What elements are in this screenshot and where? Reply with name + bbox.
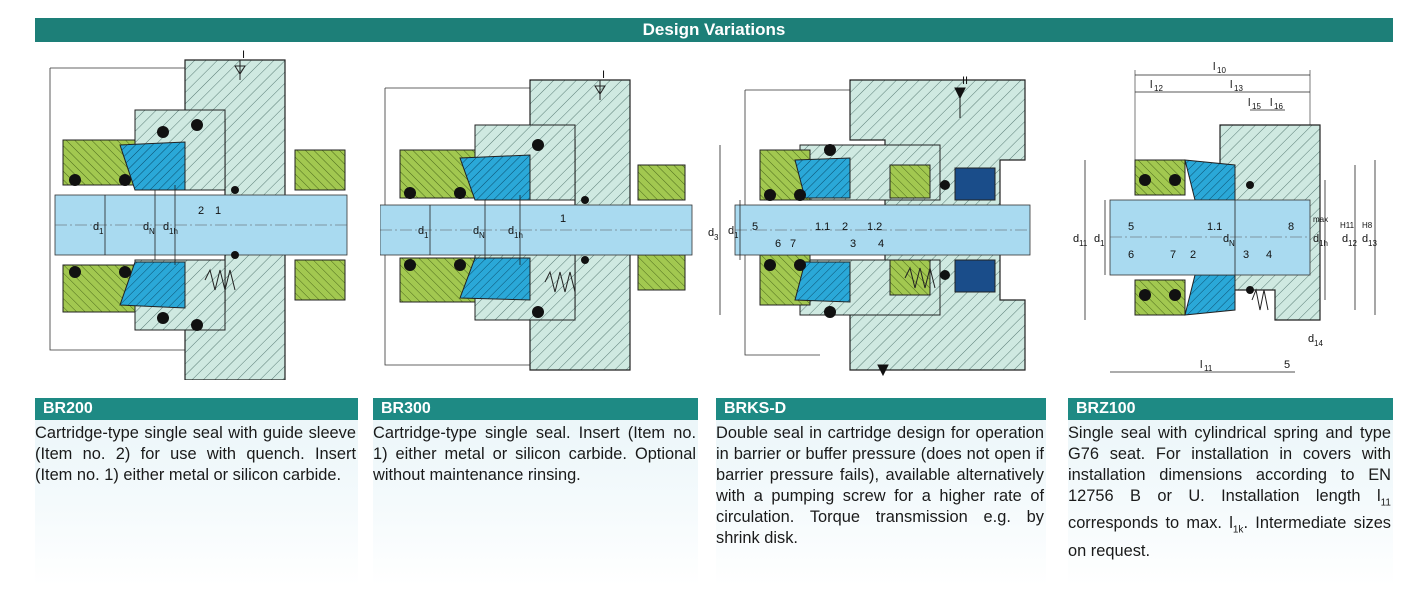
label-d: d: [1362, 233, 1368, 245]
label-d-sub: 13: [1368, 239, 1377, 248]
label-d-sub: 1: [424, 231, 429, 240]
card-description: Cartridge-type single seal. Insert (Item…: [373, 424, 696, 484]
card-description: Double seal in cartridge design for oper…: [716, 424, 1044, 547]
label-d-sub: 1h: [514, 231, 523, 240]
card-br200: BR200 Cartridge-type single seal with gu…: [35, 398, 358, 586]
label-port: I: [602, 69, 605, 81]
label-d: d: [143, 221, 149, 233]
label-item: 5: [1128, 221, 1134, 233]
label-l: l: [1213, 61, 1215, 73]
drawing-brksd: d 3 d 1 5 1.1 2 1.2 6 7 3 4 II: [700, 50, 1035, 380]
label-d-sub: 3: [714, 233, 719, 242]
label-item: 6: [775, 238, 781, 250]
drawing-br200: d 1 d N d 1h 2 1 I: [35, 50, 355, 380]
label-l-sub: 11: [1204, 364, 1213, 373]
label-item: 1.1: [815, 221, 830, 233]
label-l-sub: 13: [1234, 84, 1243, 93]
label-item: 3: [1243, 249, 1249, 261]
label-item: 4: [1266, 249, 1272, 261]
text-part: . Intermediate sizes on request.: [1068, 514, 1392, 560]
label-item: 2: [842, 221, 848, 233]
label-d: d: [508, 225, 514, 237]
label-d: d: [1308, 333, 1314, 345]
label-d: d: [1094, 233, 1100, 245]
card-brksd: BRKS-D Double seal in cartridge design f…: [716, 398, 1046, 586]
text-sub: 11: [1380, 497, 1391, 509]
label-d-sup: max: [1313, 215, 1328, 224]
text-part: corresponds to max. l: [1068, 514, 1233, 533]
label-d-sub: 1h: [169, 227, 178, 236]
label-d: d: [728, 225, 734, 237]
label-d: d: [473, 225, 479, 237]
label-item: 1.2: [867, 221, 882, 233]
label-item: 1: [560, 213, 566, 225]
card-description: Cartridge-type single seal with guide sl…: [35, 424, 356, 484]
label-l: l: [1248, 97, 1250, 109]
label-d: d: [1223, 233, 1229, 245]
label-dim: 5: [1284, 359, 1290, 371]
label-d: d: [1342, 233, 1348, 245]
label-port: II: [962, 75, 968, 87]
label-l: l: [1270, 97, 1272, 109]
label-d-sub: N: [479, 231, 485, 240]
label-item: 1.1: [1207, 221, 1222, 233]
label-d-sub: 11: [1079, 239, 1088, 248]
label-d-sub: 1h: [1319, 239, 1328, 248]
card-br300: BR300 Cartridge-type single seal. Insert…: [373, 398, 698, 586]
label-l-sub: 16: [1274, 102, 1283, 111]
label-item: 4: [878, 238, 884, 250]
label-item: 5: [752, 221, 758, 233]
card-title: BRKS-D: [716, 398, 1046, 420]
card-title: BR200: [35, 398, 358, 420]
label-l: l: [1230, 79, 1232, 91]
label-d: d: [1073, 233, 1079, 245]
label-item: 3: [850, 238, 856, 250]
drawing-br300: d 1 d N d 1h 1 I: [380, 50, 700, 380]
label-port: I: [242, 50, 245, 61]
text-sub: 1k: [1232, 524, 1244, 536]
card-title: BRZ100: [1068, 398, 1393, 420]
label-d-sub: 1: [1100, 239, 1105, 248]
label-l-sub: 12: [1154, 84, 1163, 93]
label-d: d: [708, 227, 714, 239]
label-d-sub: 1: [99, 227, 104, 236]
label-item: 7: [1170, 249, 1176, 261]
label-d-sub: 1: [734, 231, 739, 240]
label-d-sub: N: [149, 227, 155, 236]
label-d: d: [163, 221, 169, 233]
label-l-sub: 15: [1252, 102, 1261, 111]
label-d-sub: 12: [1348, 239, 1357, 248]
label-item: 2: [198, 205, 204, 217]
label-item: 8: [1288, 221, 1294, 233]
label-item: 1: [215, 205, 221, 217]
label-fit: H11: [1340, 221, 1355, 230]
card-title: BR300: [373, 398, 698, 420]
label-d: d: [93, 221, 99, 233]
label-d: d: [1313, 233, 1319, 245]
label-l-sub: 10: [1217, 66, 1226, 75]
label-item: 6: [1128, 249, 1134, 261]
drawing-brz100: l 10 l 12 l 13 l 15 l 16 d 11 d 1 5 1.1 …: [1070, 50, 1395, 380]
label-d-sub: N: [1229, 239, 1235, 248]
label-l: l: [1200, 359, 1202, 371]
card-brz100: BRZ100 Single seal with cylindrical spri…: [1068, 398, 1393, 586]
card-description: Single seal with cylindrical spring and …: [1068, 420, 1393, 562]
label-item: 7: [790, 238, 796, 250]
label-item: 2: [1190, 249, 1196, 261]
section-header: Design Variations: [35, 18, 1393, 42]
label-d: d: [418, 225, 424, 237]
label-fit: H8: [1362, 221, 1373, 230]
text-part: Single seal with cylindrical spring and …: [1068, 424, 1391, 505]
label-l: l: [1150, 79, 1152, 91]
label-d-sub: 14: [1314, 339, 1323, 348]
